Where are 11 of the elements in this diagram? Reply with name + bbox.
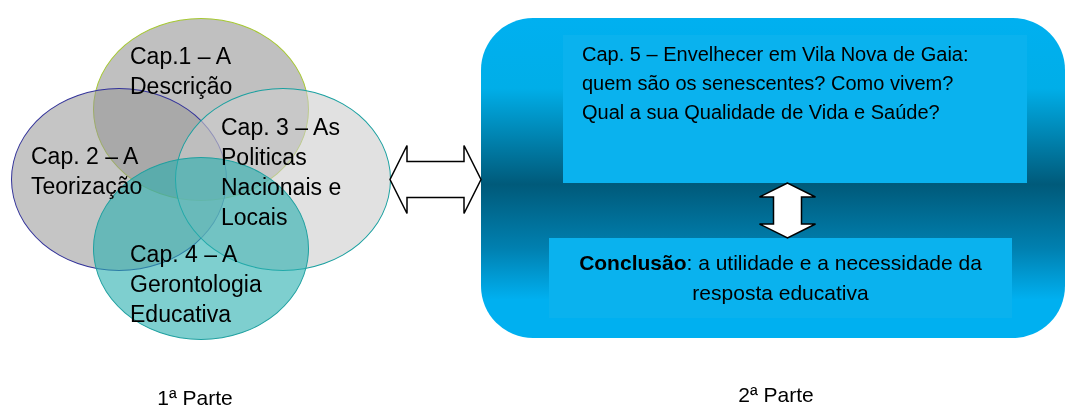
part-label: 2ª Parte: [738, 383, 814, 407]
part-label: 1ª Parte: [157, 386, 233, 410]
chapter-title: Cap. 4 – A Gerontologia Educativa: [130, 240, 263, 329]
chapter-text: Conclusão: a utilidade e a necessidade da resposta educativa: [578, 250, 983, 306]
chapter-text: Cap. 5 – Envelhecer em Vila Nova de Gaia: quem são os senescentes? Como vivem? Qual a sua Qualidade de Vida e Saúde?: [582, 42, 970, 125]
chapter-title: Cap.1 – A Descrição: [130, 42, 234, 101]
chapter-box: [549, 238, 1012, 318]
chapter-box: [563, 35, 1027, 183]
part-panel: [481, 18, 1065, 338]
double-block-arrow: [758, 182, 817, 239]
double-block-arrow: [389, 144, 482, 215]
